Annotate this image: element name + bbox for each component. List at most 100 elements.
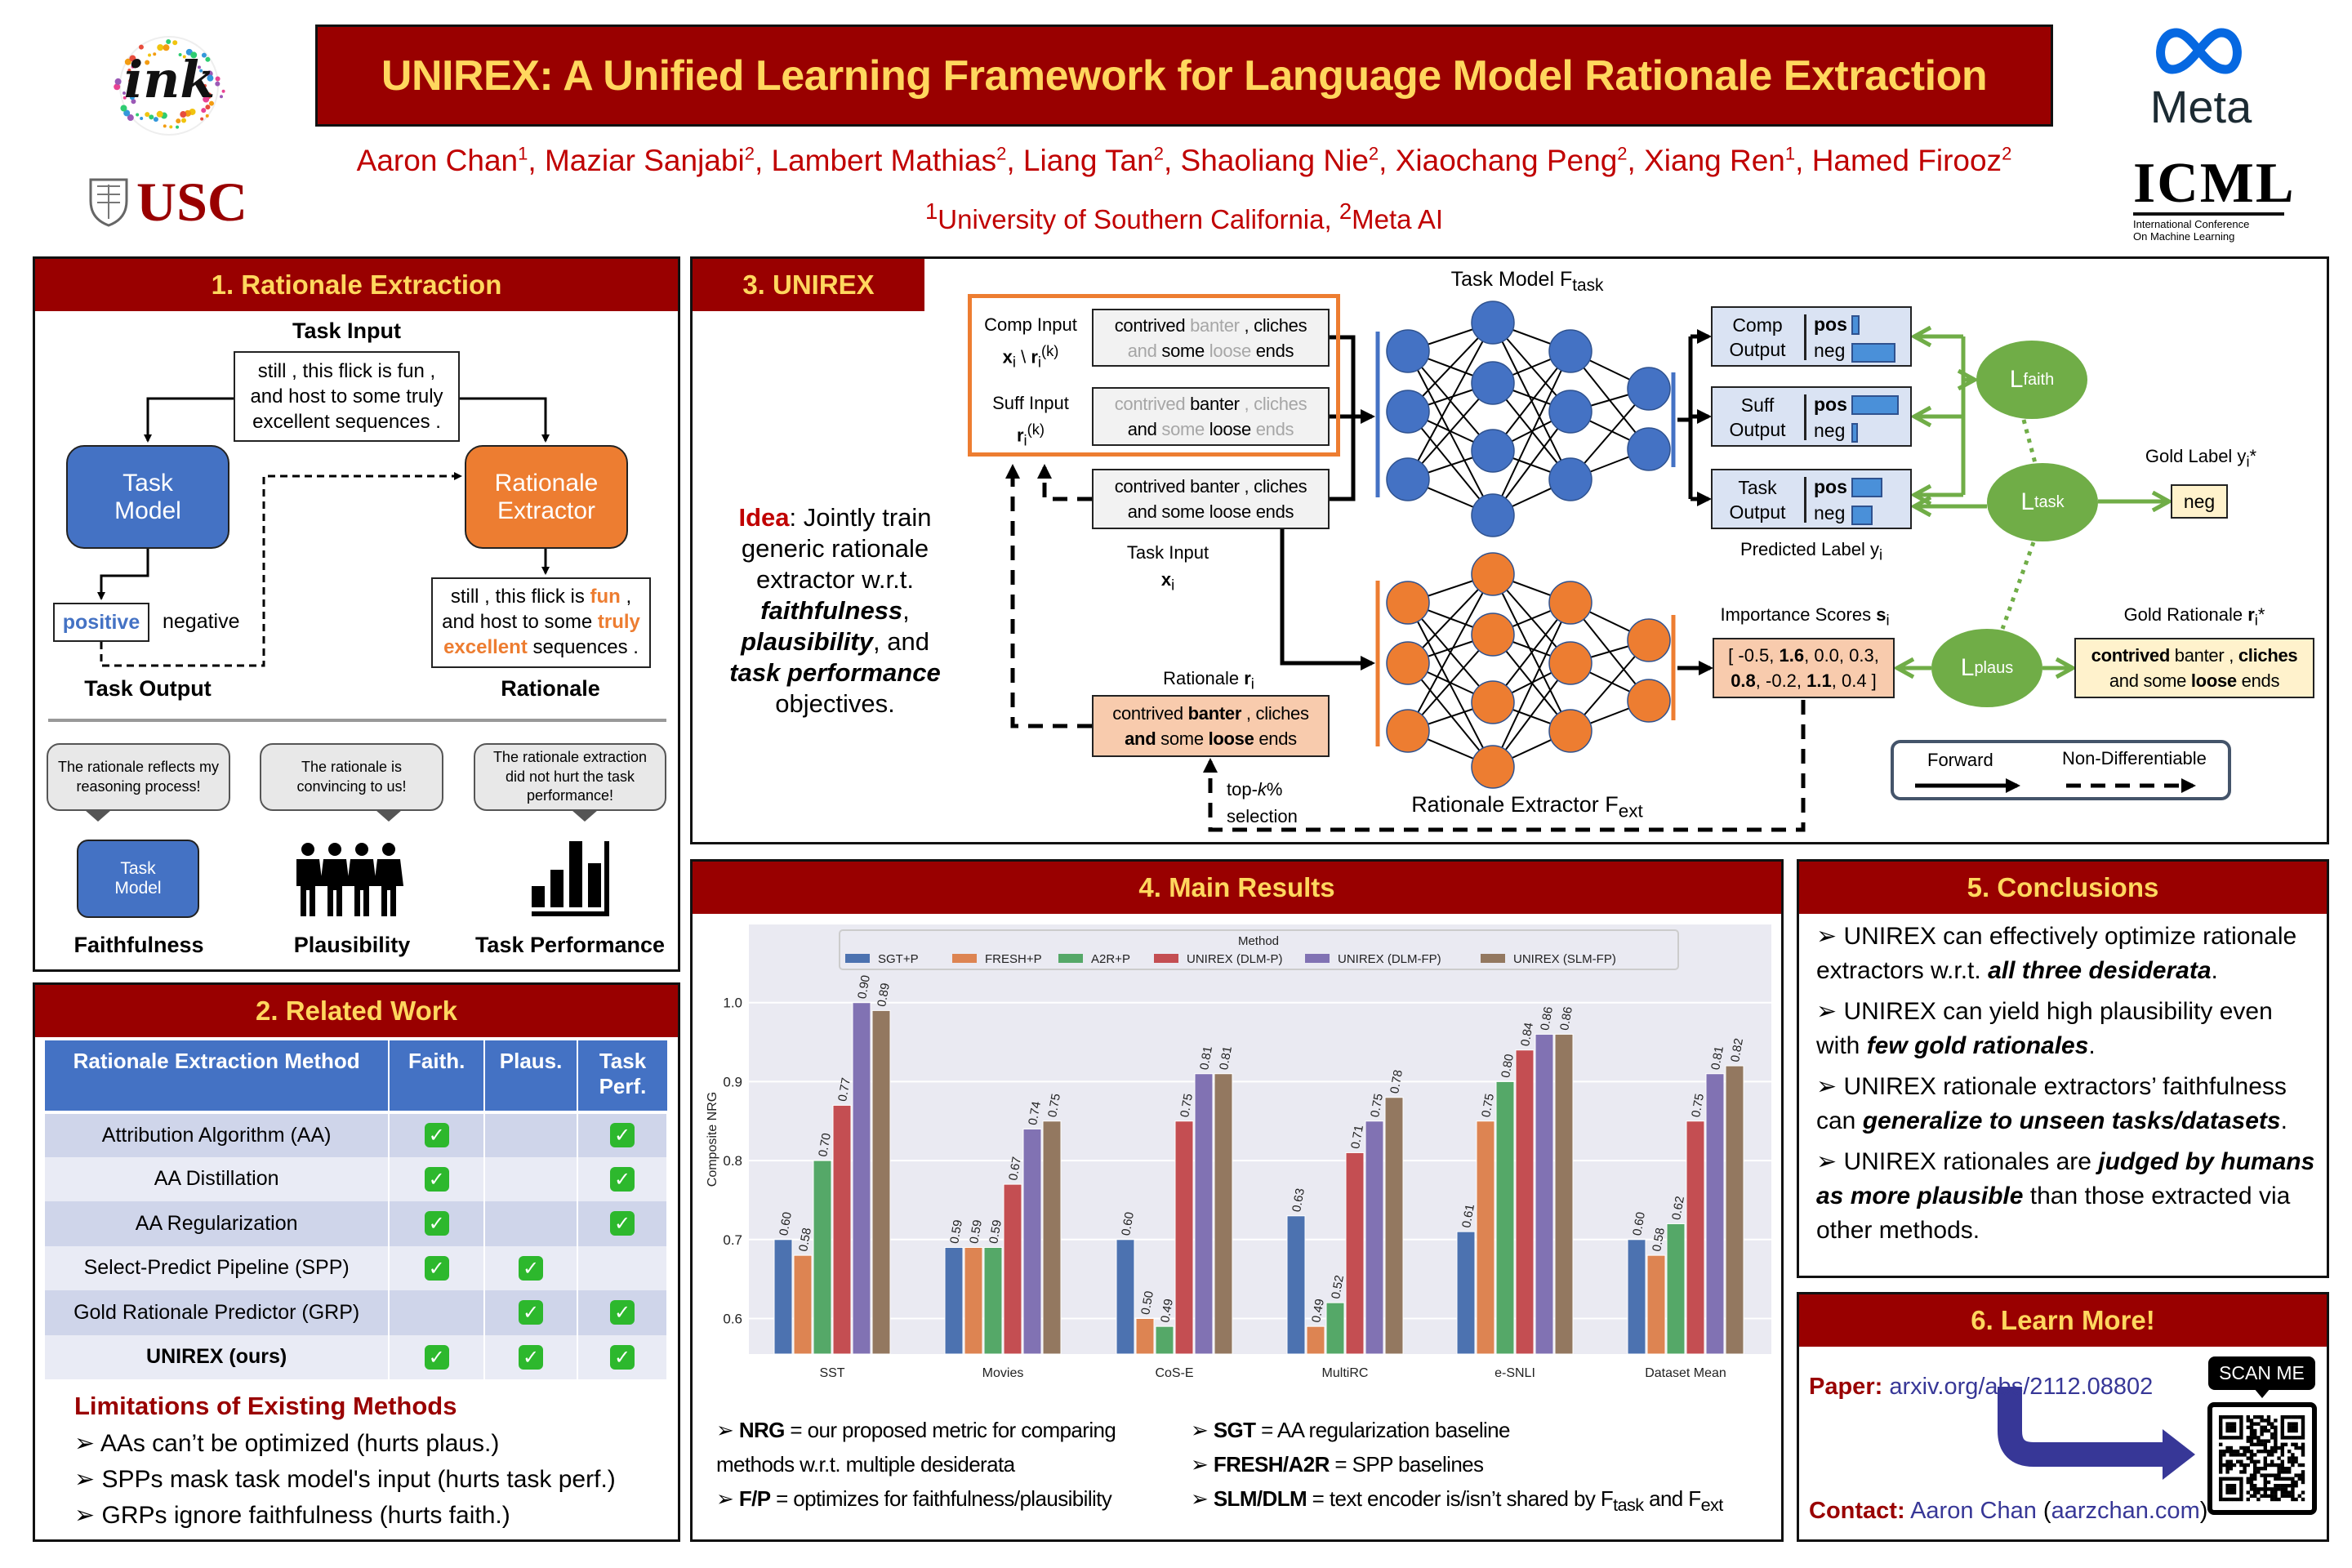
x-tick-label: CoS-E (1155, 1366, 1193, 1380)
qr-module (2301, 1480, 2305, 1485)
qr-module (2270, 1436, 2274, 1440)
qr-code[interactable] (2207, 1402, 2317, 1515)
qr-module (2263, 1428, 2267, 1433)
qr-module (2270, 1497, 2274, 1502)
arrow-bullet-icon: ➢ (1816, 1148, 1838, 1175)
gold-rationale-caption: Gold Rationale ri* (2074, 604, 2314, 629)
qr-module (2249, 1456, 2254, 1460)
qr-module (2246, 1477, 2250, 1481)
pos-probability-bar (1851, 395, 1899, 415)
token: banter (1190, 314, 1240, 336)
math-sub: i (1878, 546, 1883, 564)
qr-module (2229, 1467, 2233, 1471)
contact-name-link[interactable]: Aaron Chan (1910, 1498, 2037, 1524)
qr-module (2283, 1487, 2288, 1491)
qr-module (2229, 1425, 2233, 1429)
qr-module (2239, 1415, 2243, 1419)
person-head (301, 843, 314, 856)
ink-dot (122, 96, 127, 100)
output-name: Comp (1732, 314, 1783, 336)
math-sub: i (1250, 675, 1254, 693)
qr-module (2283, 1436, 2288, 1440)
paper-link[interactable]: arxiv.org/abs/2112.08802 (1889, 1374, 2154, 1400)
ink-dot (145, 60, 150, 65)
qr-module (2287, 1459, 2292, 1463)
task-cell: ✓ (577, 1112, 668, 1157)
ink-dot (138, 44, 144, 50)
author-name: Xiang Ren (1644, 144, 1785, 178)
comp-input-label: Comp Input xi \ ri(k) (973, 312, 1088, 376)
plaus-cell: ✓ (484, 1290, 579, 1335)
ink-dot (128, 78, 134, 84)
speech-tail-icon (376, 810, 402, 822)
legend-swatch (952, 954, 977, 963)
bar-value-label: 0.59 (947, 1218, 965, 1245)
conclusion-text: . (2280, 1107, 2287, 1134)
math-sub: i (1012, 353, 1016, 371)
list-item: ➢ AAs can’t be optimized (hurts plaus.) (74, 1426, 616, 1462)
qr-module (2274, 1497, 2278, 1502)
plaus-cell: ✓ (484, 1245, 579, 1290)
bar-value-label: 0.75 (1178, 1093, 1196, 1119)
comp-input-text: Comp Input (984, 314, 1077, 335)
qr-module (2301, 1446, 2305, 1450)
bar-value-label: 0.75 (1368, 1093, 1386, 1119)
qr-module (2253, 1428, 2257, 1433)
author-affiliation: 1 (1784, 144, 1796, 164)
qr-module (2219, 1487, 2223, 1491)
rationale-text: still , this flick is (450, 586, 585, 608)
note-term: FRESH/A2R (1213, 1452, 1330, 1477)
check-icon: ✓ (610, 1300, 635, 1325)
author-name: Hamed Firooz (1811, 144, 2002, 178)
qr-module (2219, 1453, 2223, 1457)
qr-module (2274, 1484, 2278, 1488)
speech-tail-icon (85, 810, 111, 822)
limitations-title: Limitations of Existing Methods (74, 1392, 457, 1420)
ink-dot (219, 95, 223, 99)
bar-value-label: 0.86 (1538, 1005, 1556, 1031)
ink-dot (166, 39, 172, 45)
predicted-label-text: Predicted Label y (1740, 539, 1879, 559)
importance-scores-box: [ -0.5, 1.6, 0.0, 0.3,0.8, -0.2, 1.1, 0.… (1713, 638, 1895, 698)
task-cell: ✓ (577, 1156, 668, 1201)
token: , (1244, 476, 1250, 497)
ink-dot (153, 52, 157, 56)
math-sub: ext (1700, 1494, 1724, 1516)
bar (1116, 1239, 1135, 1355)
qr-module (2301, 1425, 2305, 1429)
qr-module (2256, 1422, 2261, 1426)
author: Xiaochang Peng2, (1395, 144, 1645, 178)
task-input-text: Task Input (1126, 542, 1209, 563)
divider (1804, 394, 1806, 440)
qr-module (2229, 1446, 2233, 1450)
bar-value-label: 0.70 (816, 1132, 834, 1158)
icml-logo: ICML International Conference On Machine… (2133, 155, 2294, 245)
score-high: 0.8 (1731, 670, 1756, 691)
ink-dot (190, 51, 198, 59)
ink-dot (157, 44, 164, 51)
qr-module (2277, 1484, 2281, 1488)
qr-module (2260, 1439, 2264, 1443)
arrow-bullet-icon: ➢ (1816, 1073, 1838, 1100)
star: * (2257, 604, 2265, 625)
limitation-text: GRPs ignore faithfulness (hurts faith.) (101, 1502, 510, 1529)
qr-module (2239, 1480, 2243, 1485)
bar (983, 1246, 1003, 1355)
qr-module (2225, 1415, 2230, 1419)
qr-module (2232, 1490, 2237, 1494)
idea-body: , and (872, 627, 929, 656)
method-cell: Select-Predict Pipeline (SPP) (45, 1245, 390, 1290)
qr-module (2253, 1470, 2257, 1474)
ink-dot (156, 110, 163, 118)
contact-site-link[interactable]: aarzchan.com (2051, 1498, 2200, 1524)
qr-module (2225, 1425, 2230, 1429)
loss-sub: plaus (1974, 658, 2014, 677)
section-title: 5. Conclusions (1799, 862, 2327, 914)
qr-module (2249, 1422, 2254, 1426)
usc-logo-text: USC (136, 170, 248, 233)
x-tick-label: Dataset Mean (1645, 1366, 1726, 1380)
bar (1325, 1302, 1345, 1355)
qr-module (2297, 1436, 2301, 1440)
legend-swatch (845, 954, 870, 963)
ink-dot (200, 117, 204, 121)
